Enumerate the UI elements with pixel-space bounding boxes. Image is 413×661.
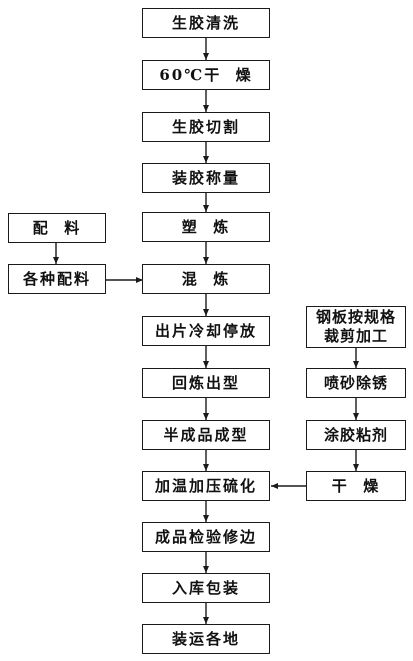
step-various-ingredients: 各种配料 xyxy=(8,264,106,294)
step-heated-pressure-vulcanization: 加温加压硫化 xyxy=(142,471,270,501)
step-plasticating: 塑 炼 xyxy=(142,212,270,242)
step-drying: 干 燥 xyxy=(306,471,406,501)
step-adhesive-coating: 涂胶粘剂 xyxy=(306,420,406,450)
step-remilling-forming: 回炼出型 xyxy=(142,368,270,398)
step-inspection-trimming: 成品检验修边 xyxy=(142,522,270,552)
step-shipping: 装运各地 xyxy=(142,624,270,654)
step-rubber-cutting: 生胶切割 xyxy=(142,112,270,142)
step-rubber-cleaning: 生胶清洗 xyxy=(142,8,270,38)
step-mixing: 混 炼 xyxy=(142,264,270,294)
step-loading-weighing: 装胶称量 xyxy=(142,163,270,193)
step-sandblasting: 喷砂除锈 xyxy=(306,368,406,398)
step-compounding: 配 料 xyxy=(8,213,106,243)
step-warehousing-packing: 入库包装 xyxy=(142,573,270,603)
step-semi-product-molding: 半成品成型 xyxy=(142,420,270,450)
step-sheeting-cooling: 出片冷却停放 xyxy=(142,316,270,346)
step-drying-60c: 60℃干 燥 xyxy=(142,60,270,90)
step-steel-plate-cutting: 钢板按规格 裁剪加工 xyxy=(306,306,406,348)
